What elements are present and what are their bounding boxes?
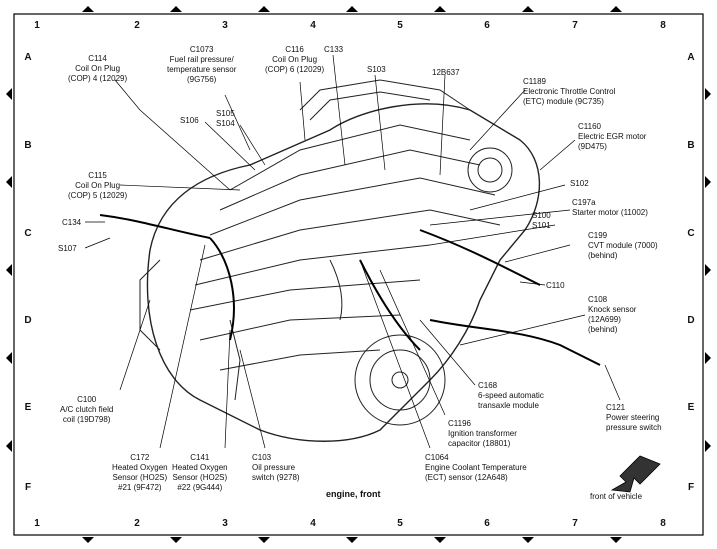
grid-col-top-4: 4 <box>310 20 316 31</box>
grid-row-right-e: E <box>687 402 695 413</box>
grid-col-top-8: 8 <box>660 20 666 31</box>
grid-row-left-c: C <box>24 228 32 239</box>
label-s107: S107 <box>58 244 77 253</box>
diagram-caption: engine, front <box>326 489 381 499</box>
label-s102: S102 <box>570 179 589 188</box>
grid-row-left-b: B <box>24 140 32 151</box>
grid-row-right-a: A <box>687 52 695 63</box>
grid-col-bottom-3: 3 <box>222 518 228 529</box>
grid-row-left-d: D <box>24 315 32 326</box>
grid-row-right-d: D <box>687 315 695 326</box>
label-c110: C110 <box>546 281 565 290</box>
grid-col-top-2: 2 <box>134 20 140 31</box>
grid-row-left-a: A <box>24 52 32 63</box>
grid-row-left-e: E <box>24 402 32 413</box>
grid-row-right-f: F <box>687 482 695 493</box>
label-s103: S103 <box>367 65 386 74</box>
grid-col-bottom-4: 4 <box>310 518 316 529</box>
front-of-vehicle-label: front of vehicle <box>590 492 643 501</box>
grid-col-bottom-6: 6 <box>484 518 490 529</box>
label-c133: C133 <box>324 45 344 54</box>
label-12b637: 12B637 <box>432 68 460 77</box>
grid-col-bottom-8: 8 <box>660 518 666 529</box>
grid-col-top-3: 3 <box>222 20 228 31</box>
grid-row-right-b: B <box>687 140 695 151</box>
label-s106: S106 <box>180 116 199 125</box>
grid-col-bottom-7: 7 <box>572 518 578 529</box>
grid-col-top-7: 7 <box>572 20 578 31</box>
grid-row-right-c: C <box>687 228 695 239</box>
grid-col-top-6: 6 <box>484 20 490 31</box>
grid-col-top-1: 1 <box>34 20 40 31</box>
grid-row-left-f: F <box>24 482 32 493</box>
grid-col-bottom-1: 1 <box>34 518 40 529</box>
label-c134: C134 <box>62 218 82 227</box>
grid-col-bottom-5: 5 <box>397 518 403 529</box>
grid-col-top-5: 5 <box>397 20 403 31</box>
grid-col-bottom-2: 2 <box>134 518 140 529</box>
